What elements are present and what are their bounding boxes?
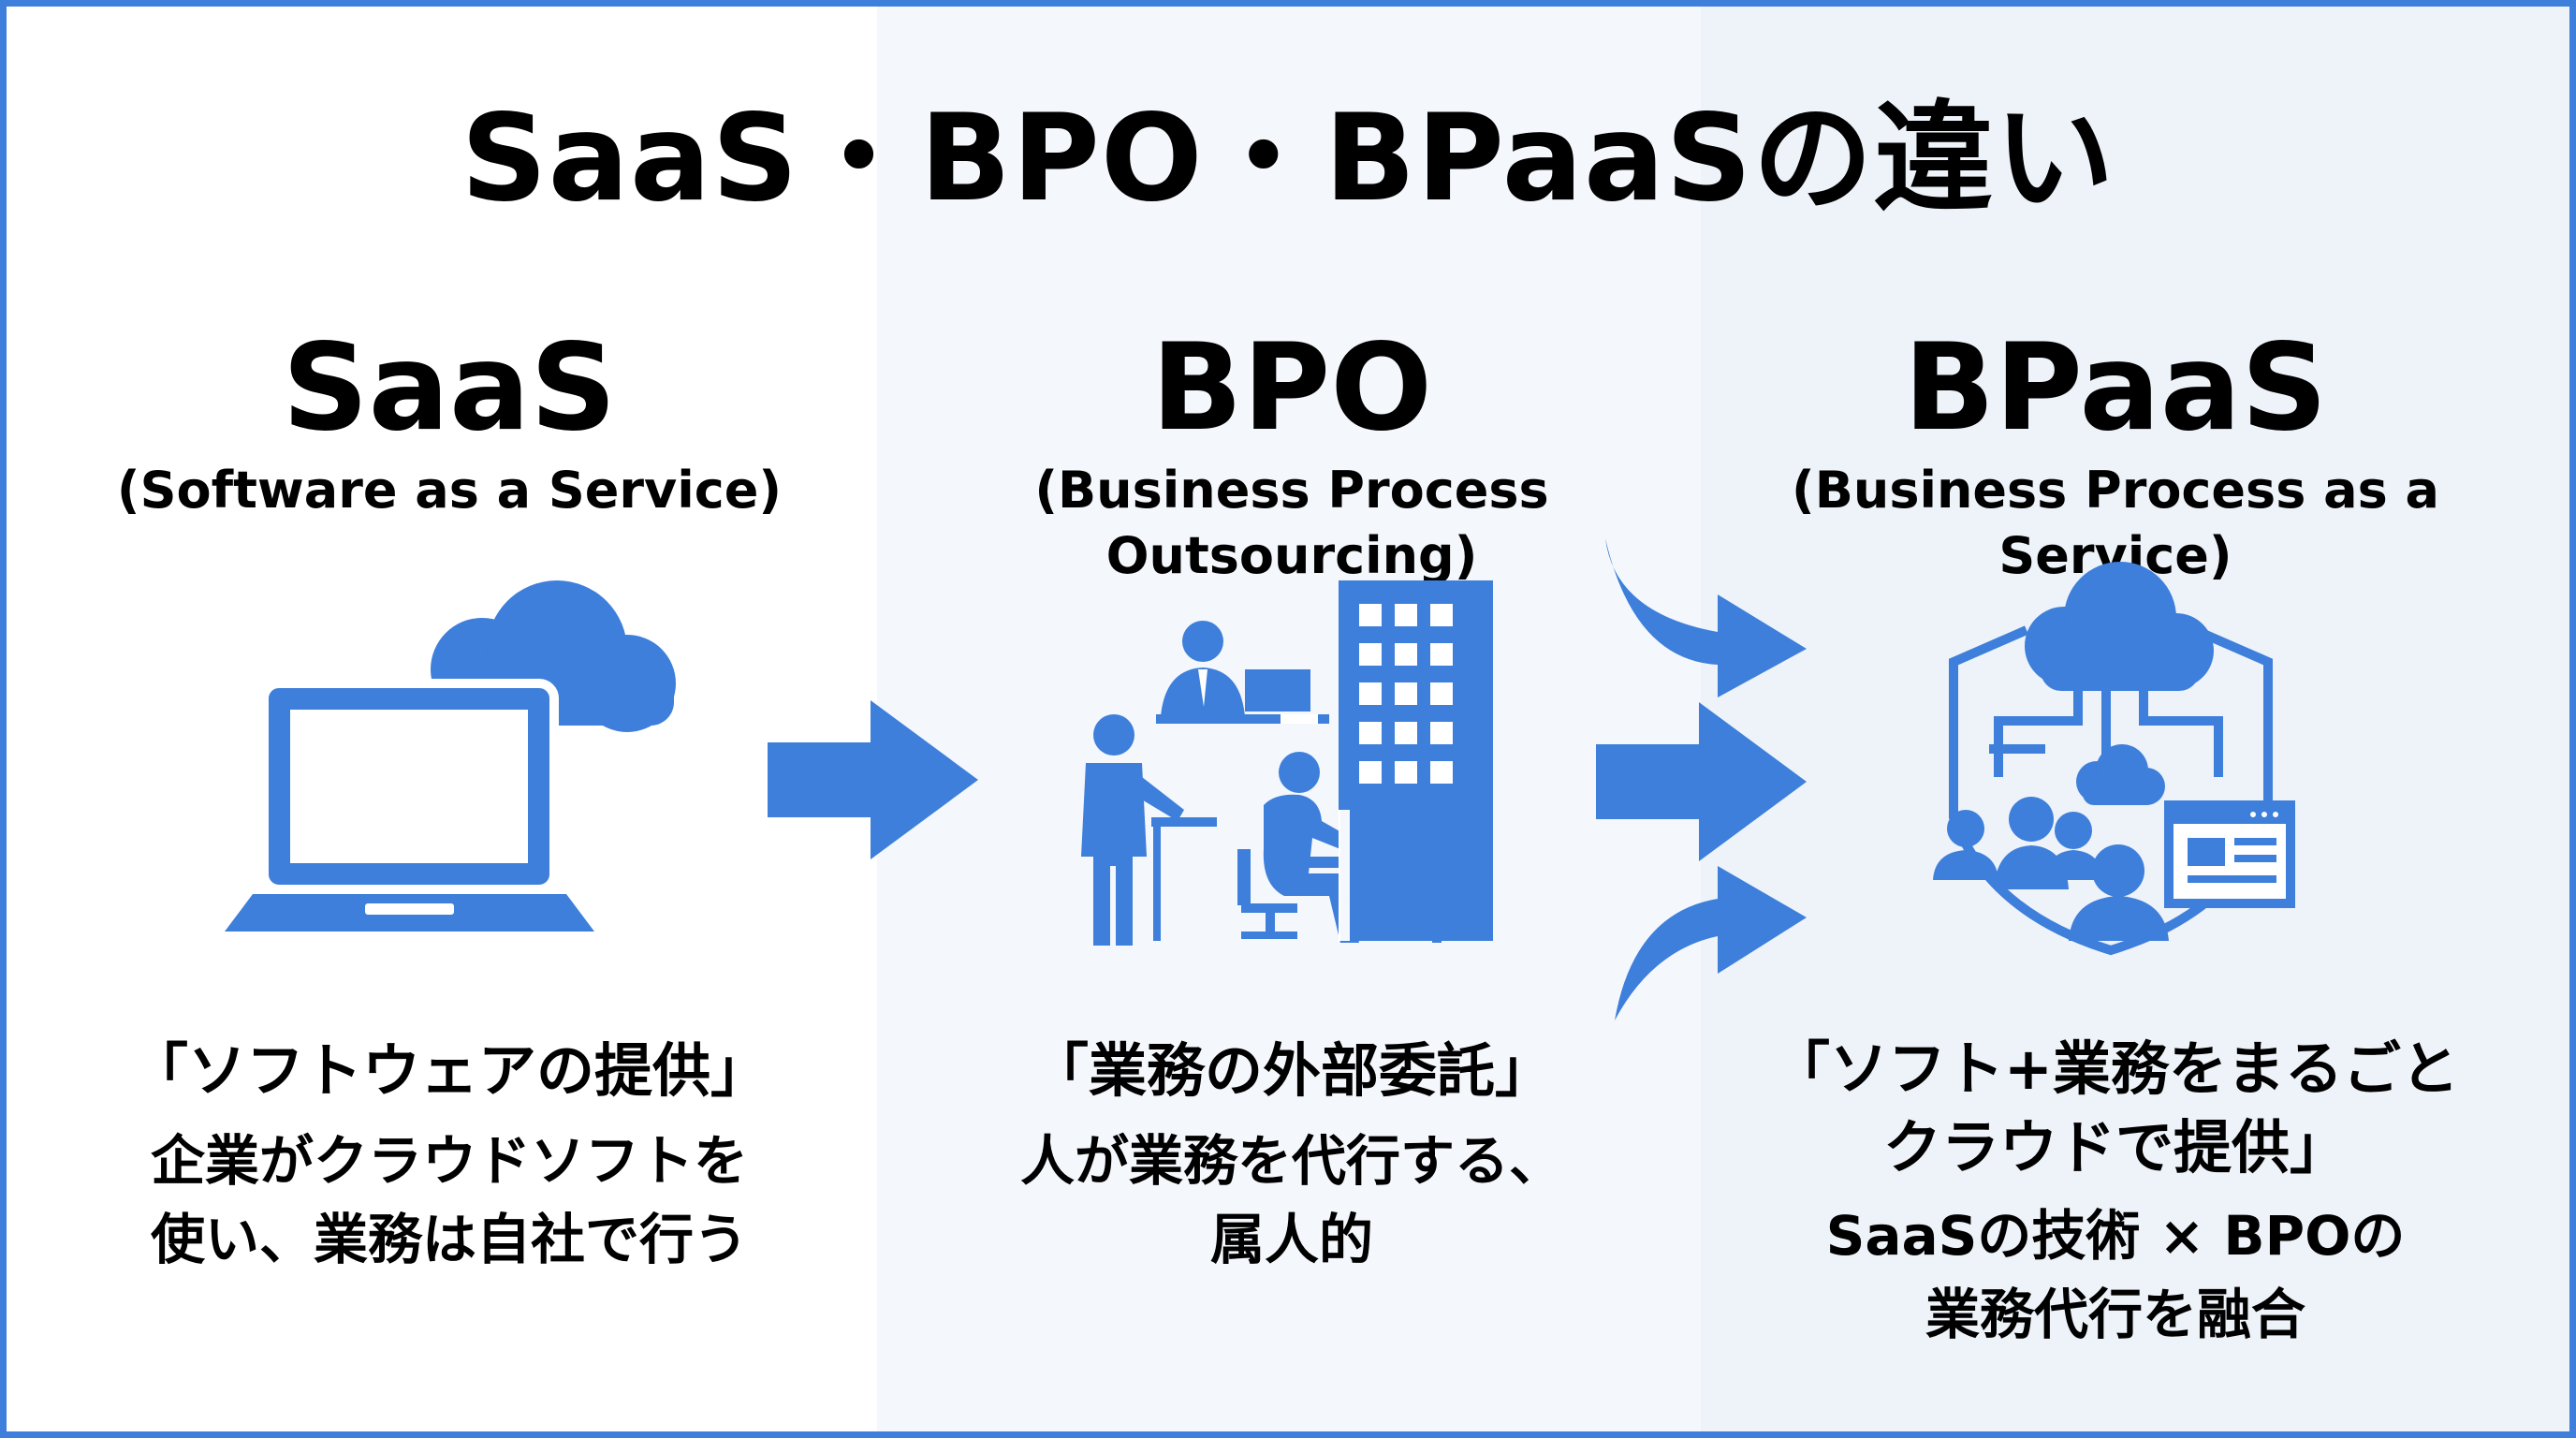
bpo-text: 「業務の外部委託」 人が業務を代行する、 属人的 xyxy=(880,1032,1704,1279)
saas-name: SaaS xyxy=(282,318,617,458)
bpo-tagline: 「業務の外部委託」 xyxy=(1030,1036,1553,1105)
bpaas-tagline-line: クラウドで提供」 xyxy=(1882,1113,2348,1181)
bpaas-header: BPaaS (Business Process as a Service) xyxy=(1704,323,2527,589)
saas-subtitle: (Software as a Service) xyxy=(116,461,783,520)
bpaas-tagline: 「ソフト+業務をまるごと クラウドで提供」 xyxy=(1704,1030,2527,1187)
bpaas-panel xyxy=(1701,7,2569,1431)
bpo-description-line: 属人的 xyxy=(1209,1208,1373,1271)
bpaas-name: BPaaS xyxy=(1903,318,2328,458)
bpaas-subtitle: (Business Process as a Service) xyxy=(1792,461,2439,585)
bpaas-description-line: 業務代行を融合 xyxy=(1925,1283,2305,1346)
triple-arrow-converge-icon xyxy=(1596,538,1807,1020)
bpo-description-line: 人が業務を代行する、 xyxy=(1019,1129,1563,1193)
bpaas-text: 「ソフト+業務をまるごと クラウドで提供」 SaaSの技術 × BPOの 業務代… xyxy=(1704,1030,2527,1354)
saas-header: SaaS (Software as a Service) xyxy=(37,323,861,523)
arrow-right-icon xyxy=(768,700,978,859)
bpo-header: BPO (Business Process Outsourcing) xyxy=(880,323,1704,589)
bpaas-description-line: SaaSの技術 × BPOの xyxy=(1825,1204,2406,1268)
page-title: SaaS・BPO・BPaaSの違い xyxy=(461,89,2115,228)
bpaas-description: SaaSの技術 × BPOの 業務代行を融合 xyxy=(1704,1196,2527,1354)
saas-text: 「ソフトウェアの提供」 企業がクラウドソフトを 使い、業務は自社で行う xyxy=(37,1032,861,1279)
bpaas-tagline-line: 「ソフト+業務をまるごと xyxy=(1772,1034,2459,1103)
cloud-network-team-icon xyxy=(1933,562,2295,956)
laptop-cloud-icon xyxy=(225,580,676,932)
saas-description-line: 使い、業務は自社で行う xyxy=(150,1208,748,1271)
saas-description-line: 企業がクラウドソフトを xyxy=(150,1129,748,1193)
bpo-subtitle: (Business Process Outsourcing) xyxy=(1034,461,1549,585)
bpo-description: 人が業務を代行する、 属人的 xyxy=(880,1122,1704,1279)
office-workers-building-icon xyxy=(1081,580,1493,946)
bpo-name: BPO xyxy=(1150,318,1433,458)
saas-description: 企業がクラウドソフトを 使い、業務は自社で行う xyxy=(37,1122,861,1279)
saas-tagline: 「ソフトウェアの提供」 xyxy=(129,1036,768,1105)
